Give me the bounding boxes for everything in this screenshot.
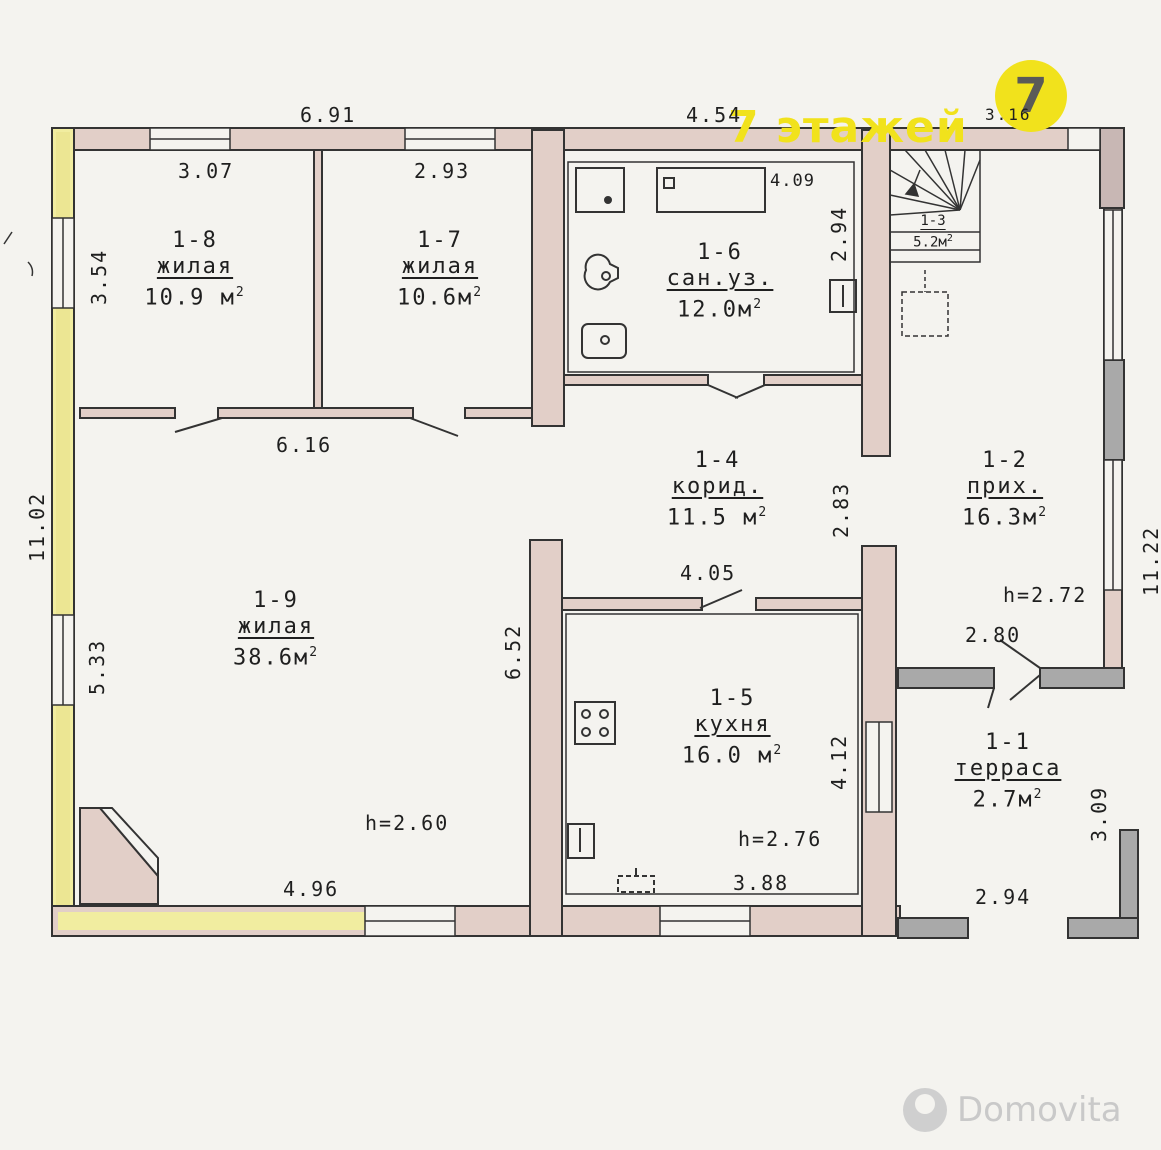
ceiling-height-living: h=2.60 [365,811,450,835]
room-name: жилая [237,614,315,639]
room-area-exp: 2 [1033,787,1044,802]
room-1-4: 1-4 корид. 11.5 м2 [655,448,780,531]
dim-terrace-depth: 3.09 [1087,785,1111,842]
room-area: 10.9 м [144,285,236,311]
room-1-2: 1-2 прих. 16.3м2 [950,448,1060,531]
room-1-5: 1-5 кухня 16.0 м2 [670,686,795,769]
watermark-text: Domovita [957,1090,1122,1130]
room-area-exp: 2 [309,645,320,660]
room-name: терраса [954,756,1062,781]
room-name: кухня [694,712,771,737]
room-name: жилая [156,254,234,279]
room-name: прих. [966,474,1044,499]
room-name: сан.уз. [666,266,774,291]
room-1-9: 1-9 жилая 38.6м2 [213,588,339,671]
room-id: 1-7 [417,228,463,253]
dim-bath-depth: 2.94 [827,205,851,262]
ceiling-height-hall: h=2.72 [1003,583,1088,607]
room-id: 1-9 [253,588,299,613]
staircase [889,149,981,337]
ceiling-height-kitchen: h=2.76 [738,827,823,851]
dim-living-depth-right: 6.52 [501,623,525,680]
room-id: 1-6 [697,240,743,265]
dim-kitchen-top: 4.05 [680,561,737,585]
room-name: жилая [401,254,479,279]
bath-fixtures [575,167,857,359]
dim-left-total: 11.02 [25,491,49,562]
brand-badge-icon: 7 [995,60,1067,132]
room-area-exp: 2 [1038,505,1049,520]
room-area: 11.5 м [666,505,759,531]
room-area: 2.7м [972,787,1034,813]
room-outlines [565,161,859,895]
room-1-7: 1-7 жилая 10.6м2 [385,228,495,311]
dim-hall-width: 6.16 [276,433,333,457]
room-area: 10.6м [396,285,474,311]
dim-living-depth-left: 5.33 [85,638,109,695]
room-area-exp: 2 [946,233,953,244]
room-id: 1-1 [985,730,1031,755]
dim-corridor-depth: 2.83 [829,481,853,538]
room-id: 1-3 [920,213,946,229]
windows [51,127,1123,937]
kitchen-side-window [865,721,893,813]
room-1-6: 1-6 сан.уз. 12.0м2 [660,240,780,323]
room-area: 12.0м [676,297,754,323]
room-name: корид. [671,474,764,499]
room-area-exp: 2 [473,285,484,300]
room-id: 1-4 [694,448,741,473]
room-area: 16.3м [961,505,1039,531]
room-area-exp: 2 [235,285,246,300]
brand-title: 7 этажей [728,102,968,153]
dim-top-left: 6.91 [300,103,357,127]
room-1-1: 1-1 терраса 2.7м2 [938,730,1078,813]
dim-top-right: 3.16 [985,105,1032,124]
dim-right-total: 11.22 [1139,525,1161,596]
dim-room18-width: 3.07 [178,159,235,183]
dim-living-bottom: 4.96 [283,877,340,901]
room-id: 1-5 [709,686,756,711]
dim-bath-width: 4.09 [770,171,815,191]
door-swings [174,384,1041,709]
room-area-exp: 2 [773,743,784,758]
interior-walls [79,129,897,937]
room-area-exp: 2 [758,505,769,520]
room-id: 1-2 [982,448,1028,473]
dim-top-mid: 4.54 [686,103,743,127]
dim-room18-depth: 3.54 [87,248,111,305]
dim-entry-width: 2.80 [965,623,1022,647]
dim-room17-width: 2.93 [414,159,471,183]
dim-kitchen-depth: 4.12 [827,733,851,790]
room-id: 1-8 [172,228,218,253]
room-area: 38.6м [232,645,310,671]
room-area: 5.2м [913,234,947,251]
room-1-8: 1-8 жилая 10.9 м2 [140,228,250,311]
margin-marks [3,231,34,277]
room-area: 16.0 м [681,743,774,769]
stove [79,807,159,905]
dim-terrace-width: 2.94 [975,885,1032,909]
dim-kitchen-bottom: 3.88 [733,871,790,895]
room-1-3: 1-3 5.2м2 [902,212,964,252]
kitchen-fixtures [567,701,655,893]
svg-text:7: 7 [1014,68,1047,124]
domovita-logo-icon [903,1088,947,1132]
room-area-exp: 2 [753,297,764,312]
